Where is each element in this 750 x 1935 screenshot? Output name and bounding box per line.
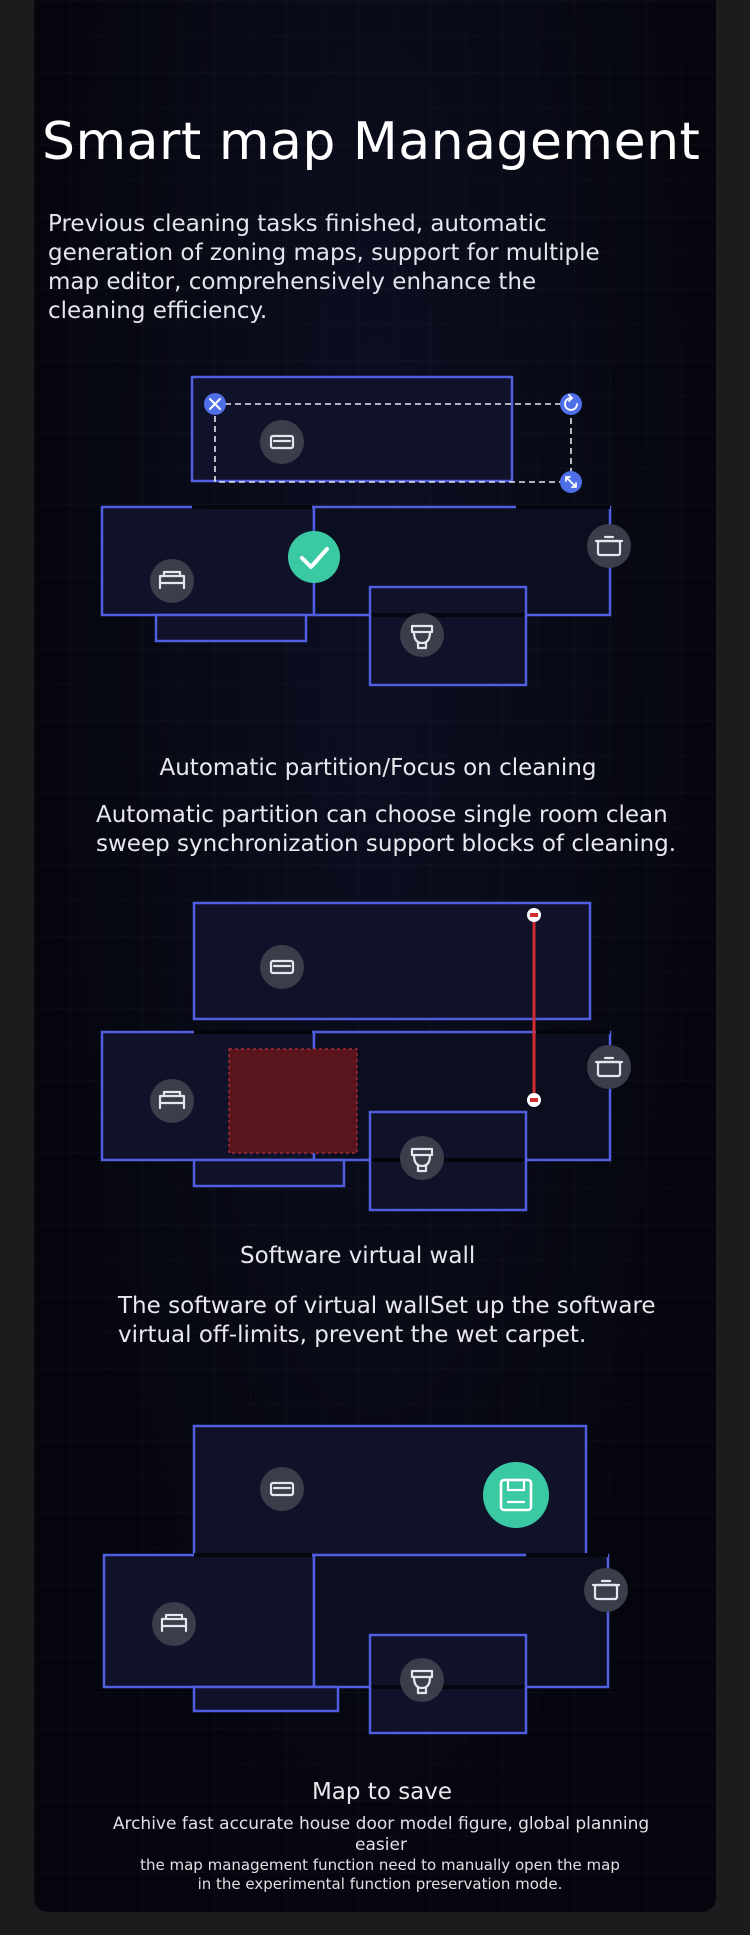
page-title: Smart map Management: [42, 112, 701, 172]
section-description-virtual-wall: The software of virtual wallSet up the s…: [118, 1293, 656, 1348]
bed-icon[interactable]: [152, 1602, 196, 1646]
check-icon[interactable]: [288, 531, 340, 583]
toilet-icon[interactable]: [400, 1136, 444, 1180]
toilet-icon[interactable]: [400, 1658, 444, 1702]
map-save: [102, 1424, 628, 1735]
resize-icon[interactable]: [560, 471, 582, 493]
rotate-icon[interactable]: [560, 393, 582, 415]
no-go-zone[interactable]: [228, 1048, 358, 1154]
sofa-icon[interactable]: [260, 1467, 304, 1511]
section-heading-virtual-wall: Software virtual wall: [240, 1243, 476, 1269]
save-icon[interactable]: [483, 1462, 549, 1528]
floor-plan: [102, 1424, 610, 1735]
stove-icon[interactable]: [587, 524, 631, 568]
virtual-wall[interactable]: [527, 908, 541, 1107]
stove-icon[interactable]: [584, 1568, 628, 1612]
intro-text: Previous cleaning tasks finished, automa…: [48, 211, 600, 324]
map-zone-editing: [100, 375, 631, 687]
toilet-icon[interactable]: [400, 613, 444, 657]
sofa-icon[interactable]: [260, 945, 304, 989]
section-heading-map-save: Map to save: [311, 1779, 453, 1805]
section-heading-partition: Automatic partition/Focus on cleaning: [159, 755, 597, 781]
stove-icon[interactable]: [587, 1045, 631, 1089]
floor-plan: [100, 375, 612, 687]
bed-icon[interactable]: [150, 1079, 194, 1123]
close-icon[interactable]: [204, 393, 226, 415]
bed-icon[interactable]: [150, 559, 194, 603]
section-note-map-save: the map management function need to manu…: [140, 1856, 620, 1893]
selection-box[interactable]: [214, 403, 572, 483]
sofa-icon[interactable]: [260, 420, 304, 464]
section-description-map-save: Archive fast accurate house door model f…: [112, 1814, 650, 1855]
section-description-partition: Automatic partition can choose single ro…: [96, 802, 677, 857]
map-virtual-wall: [100, 901, 631, 1212]
